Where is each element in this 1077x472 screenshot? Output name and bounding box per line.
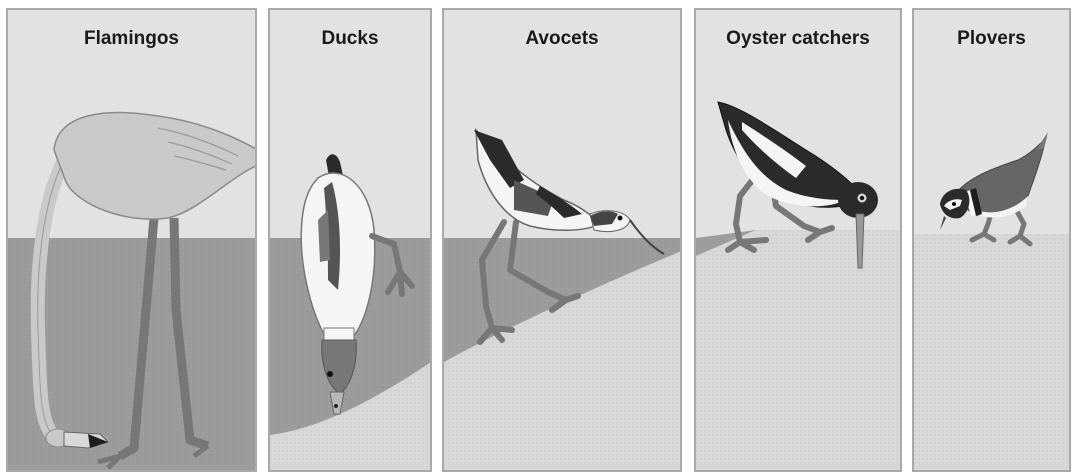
plover-beak (940, 216, 946, 230)
flamingo-body (54, 113, 257, 220)
panel-flamingos: Flamingos (6, 8, 257, 472)
scene-ducks (270, 10, 432, 472)
panel-label-avocets: Avocets (444, 28, 680, 50)
panel-plovers: Plovers (912, 8, 1071, 472)
panel-label-plovers: Plovers (914, 28, 1069, 50)
panel-label-oyster-catchers: Oyster catchers (696, 28, 900, 50)
scene-avocets (444, 10, 682, 472)
scene-flamingos (8, 10, 257, 472)
panel-label-flamingos: Flamingos (8, 28, 255, 50)
avocet-eye (618, 216, 623, 221)
panel-oyster-catchers: Oyster catchers (694, 8, 902, 472)
panel-avocets: Avocets (442, 8, 682, 472)
scene-oyster-catchers (696, 10, 902, 472)
sand (914, 234, 1071, 472)
plover-eye (952, 202, 956, 206)
duck-eye (327, 371, 333, 377)
panel-ducks: Ducks (268, 8, 432, 472)
scene-plovers (914, 10, 1071, 472)
oyster-catcher-beak (856, 214, 864, 268)
sand (696, 230, 902, 472)
panel-label-ducks: Ducks (270, 28, 430, 50)
